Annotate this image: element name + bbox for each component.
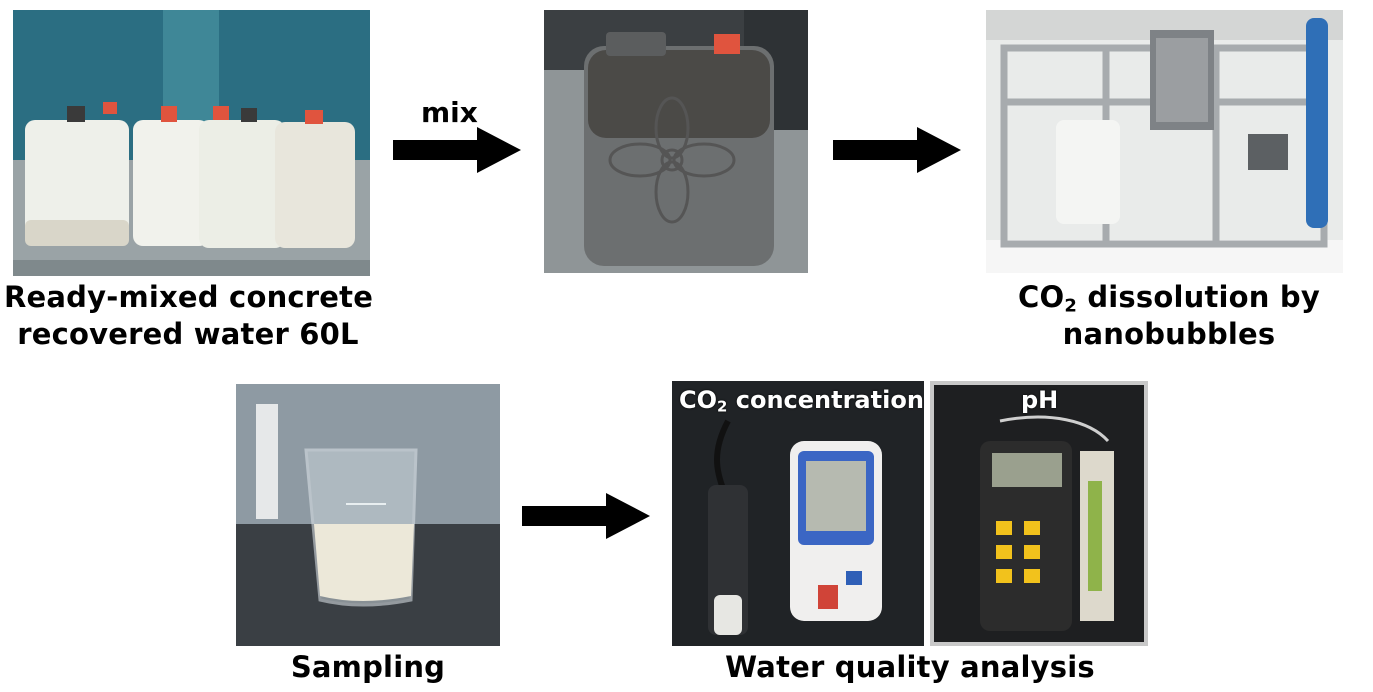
recovered-water-caption-line2: recovered water 60L — [17, 317, 359, 351]
mix-label: mix — [421, 96, 478, 129]
co2-concentration-suffix: concentration — [727, 386, 924, 414]
ph-label: pH — [1021, 386, 1059, 414]
ph-meter-photo — [930, 381, 1148, 646]
co2-meter-photo — [672, 381, 924, 646]
nanobubble-apparatus-photo — [986, 10, 1343, 273]
right-arrow-icon — [833, 127, 961, 173]
right-arrow-icon — [393, 127, 521, 173]
nanobubbles-caption: CO2 dissolution by nanobubbles — [1004, 279, 1334, 353]
right-arrow-icon — [522, 493, 650, 539]
sampling-caption: Sampling — [290, 650, 446, 684]
co2-concentration-label: CO2 concentration — [679, 386, 924, 414]
nanobubbles-caption-line2: nanobubbles — [1062, 317, 1276, 351]
co2-concentration-subscript: 2 — [717, 397, 728, 416]
co2-formula-prefix: CO — [1017, 280, 1065, 314]
recovered-water-caption: Ready-mixed concrete recovered water 60L — [4, 279, 374, 353]
sampling-beaker-photo — [236, 384, 500, 646]
water-quality-analysis-caption: Water quality analysis — [725, 650, 1095, 684]
mixed-water-photo — [544, 10, 808, 273]
recovered-water-caption-line1: Ready-mixed concrete — [4, 280, 374, 314]
nanobubbles-caption-line1: CO2 dissolution by — [1004, 279, 1334, 316]
recovered-water-photo — [13, 10, 370, 276]
nanobubbles-caption-suffix: dissolution by — [1077, 280, 1320, 314]
co2-concentration-prefix: CO — [679, 386, 718, 414]
co2-formula-subscript: 2 — [1064, 295, 1078, 317]
